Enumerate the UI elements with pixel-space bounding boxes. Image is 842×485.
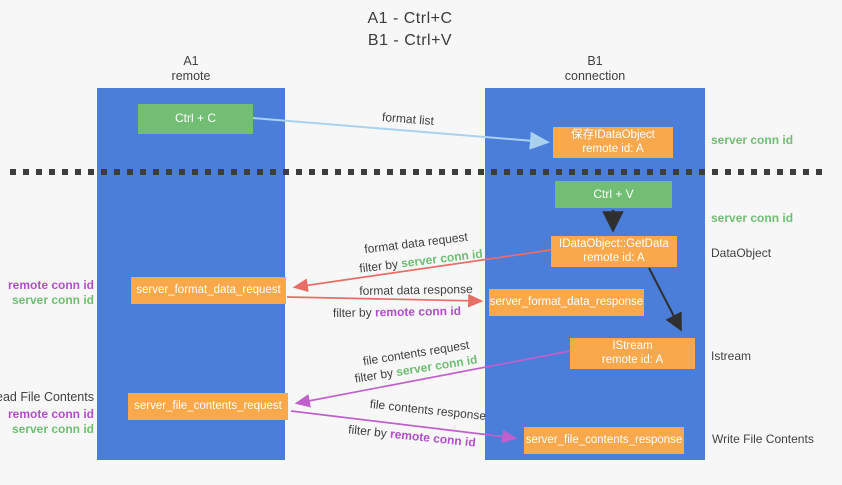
node-idataobject-getdata: IDataObject::GetData remote id: A — [551, 236, 677, 267]
label-remote-conn-id: remote conn id — [7, 278, 94, 292]
node-save-idataobject-line1: 保存IDataObject — [571, 129, 655, 141]
label-server-conn-id-mid-right: server conn id — [711, 211, 794, 225]
node-istream-line1: IStream — [612, 340, 653, 352]
label-server-conn-id-top-right: server conn id — [711, 133, 794, 147]
edge-label-filter-by-remote-1: filter by remote conn id — [333, 304, 461, 320]
node-save-idataobject-line2: remote id: A — [582, 142, 644, 155]
label-conn-ids-upper-left: remote conn id server conn id — [8, 278, 94, 307]
node-server-format-data-response: server_format_data_response — [489, 289, 644, 316]
filter-by-text: filter by — [347, 422, 388, 441]
dotted-divider-line — [10, 169, 826, 175]
node-save-idataobject: 保存IDataObject remote id: A — [553, 127, 673, 158]
lane-b1-role: connection — [564, 69, 626, 83]
filter-by-text: filter by — [332, 305, 372, 321]
lane-a1-name: A1 — [183, 54, 199, 68]
node-getdata-line1: IDataObject::GetData — [559, 238, 669, 250]
lane-a1-role: remote — [171, 69, 211, 83]
node-ctrl-v: Ctrl + V — [555, 181, 672, 208]
node-server-format-data-request: server_format_data_request — [131, 277, 286, 304]
node-getdata-line2: remote id: A — [583, 251, 645, 264]
label-conn-ids-lower-left: remote conn id server conn id — [8, 407, 94, 436]
node-ctrl-c: Ctrl + C — [138, 104, 253, 134]
node-ctrl-v-label: Ctrl + V — [593, 186, 634, 201]
lane-header-b1: B1 connection — [485, 54, 705, 84]
edge-label-filter-by-remote-2: filter by remote conn id — [348, 422, 477, 449]
title-line-2: B1 - Ctrl+V — [367, 32, 453, 49]
node-format-response-label: server_format_data_response — [489, 295, 644, 308]
filter-by-text: filter by — [353, 365, 395, 386]
edge-label-file-contents-response: file contents response — [369, 396, 487, 424]
label-remote-conn-id: remote conn id — [7, 407, 94, 421]
label-write-file-contents: Write File Contents — [712, 432, 814, 446]
label-server-conn-id: server conn id — [11, 421, 94, 436]
diagram-title: A1 - Ctrl+C B1 - Ctrl+V — [300, 8, 520, 52]
label-read-file-contents: Read File Contents — [0, 390, 94, 404]
node-istream: IStream remote id: A — [570, 338, 695, 369]
edge-label-format-data-response: format data response — [359, 282, 473, 298]
title-line-1: A1 - Ctrl+C — [367, 10, 453, 27]
remote-conn-id-text: remote conn id — [374, 303, 462, 320]
node-file-response-label: server_file_contents_response — [525, 433, 683, 446]
label-dataobject: DataObject — [711, 246, 772, 260]
lane-b1-name: B1 — [587, 54, 603, 68]
label-istream: Istream — [711, 349, 752, 363]
node-format-request-label: server_format_data_request — [136, 283, 281, 296]
node-server-file-contents-response: server_file_contents_response — [524, 427, 684, 454]
node-server-file-contents-request: server_file_contents_request — [128, 393, 288, 420]
filter-by-text: filter by — [358, 256, 399, 276]
node-istream-line2: remote id: A — [601, 353, 664, 366]
arrow-format-data-response — [286, 293, 484, 308]
remote-conn-id-text: remote conn id — [389, 426, 477, 450]
node-file-request-label: server_file_contents_request — [134, 399, 282, 412]
node-ctrl-c-label: Ctrl + C — [174, 111, 216, 126]
edge-label-format-list: format list — [381, 109, 435, 129]
label-server-conn-id: server conn id — [11, 292, 94, 307]
lane-header-a1: A1 remote — [97, 54, 285, 84]
